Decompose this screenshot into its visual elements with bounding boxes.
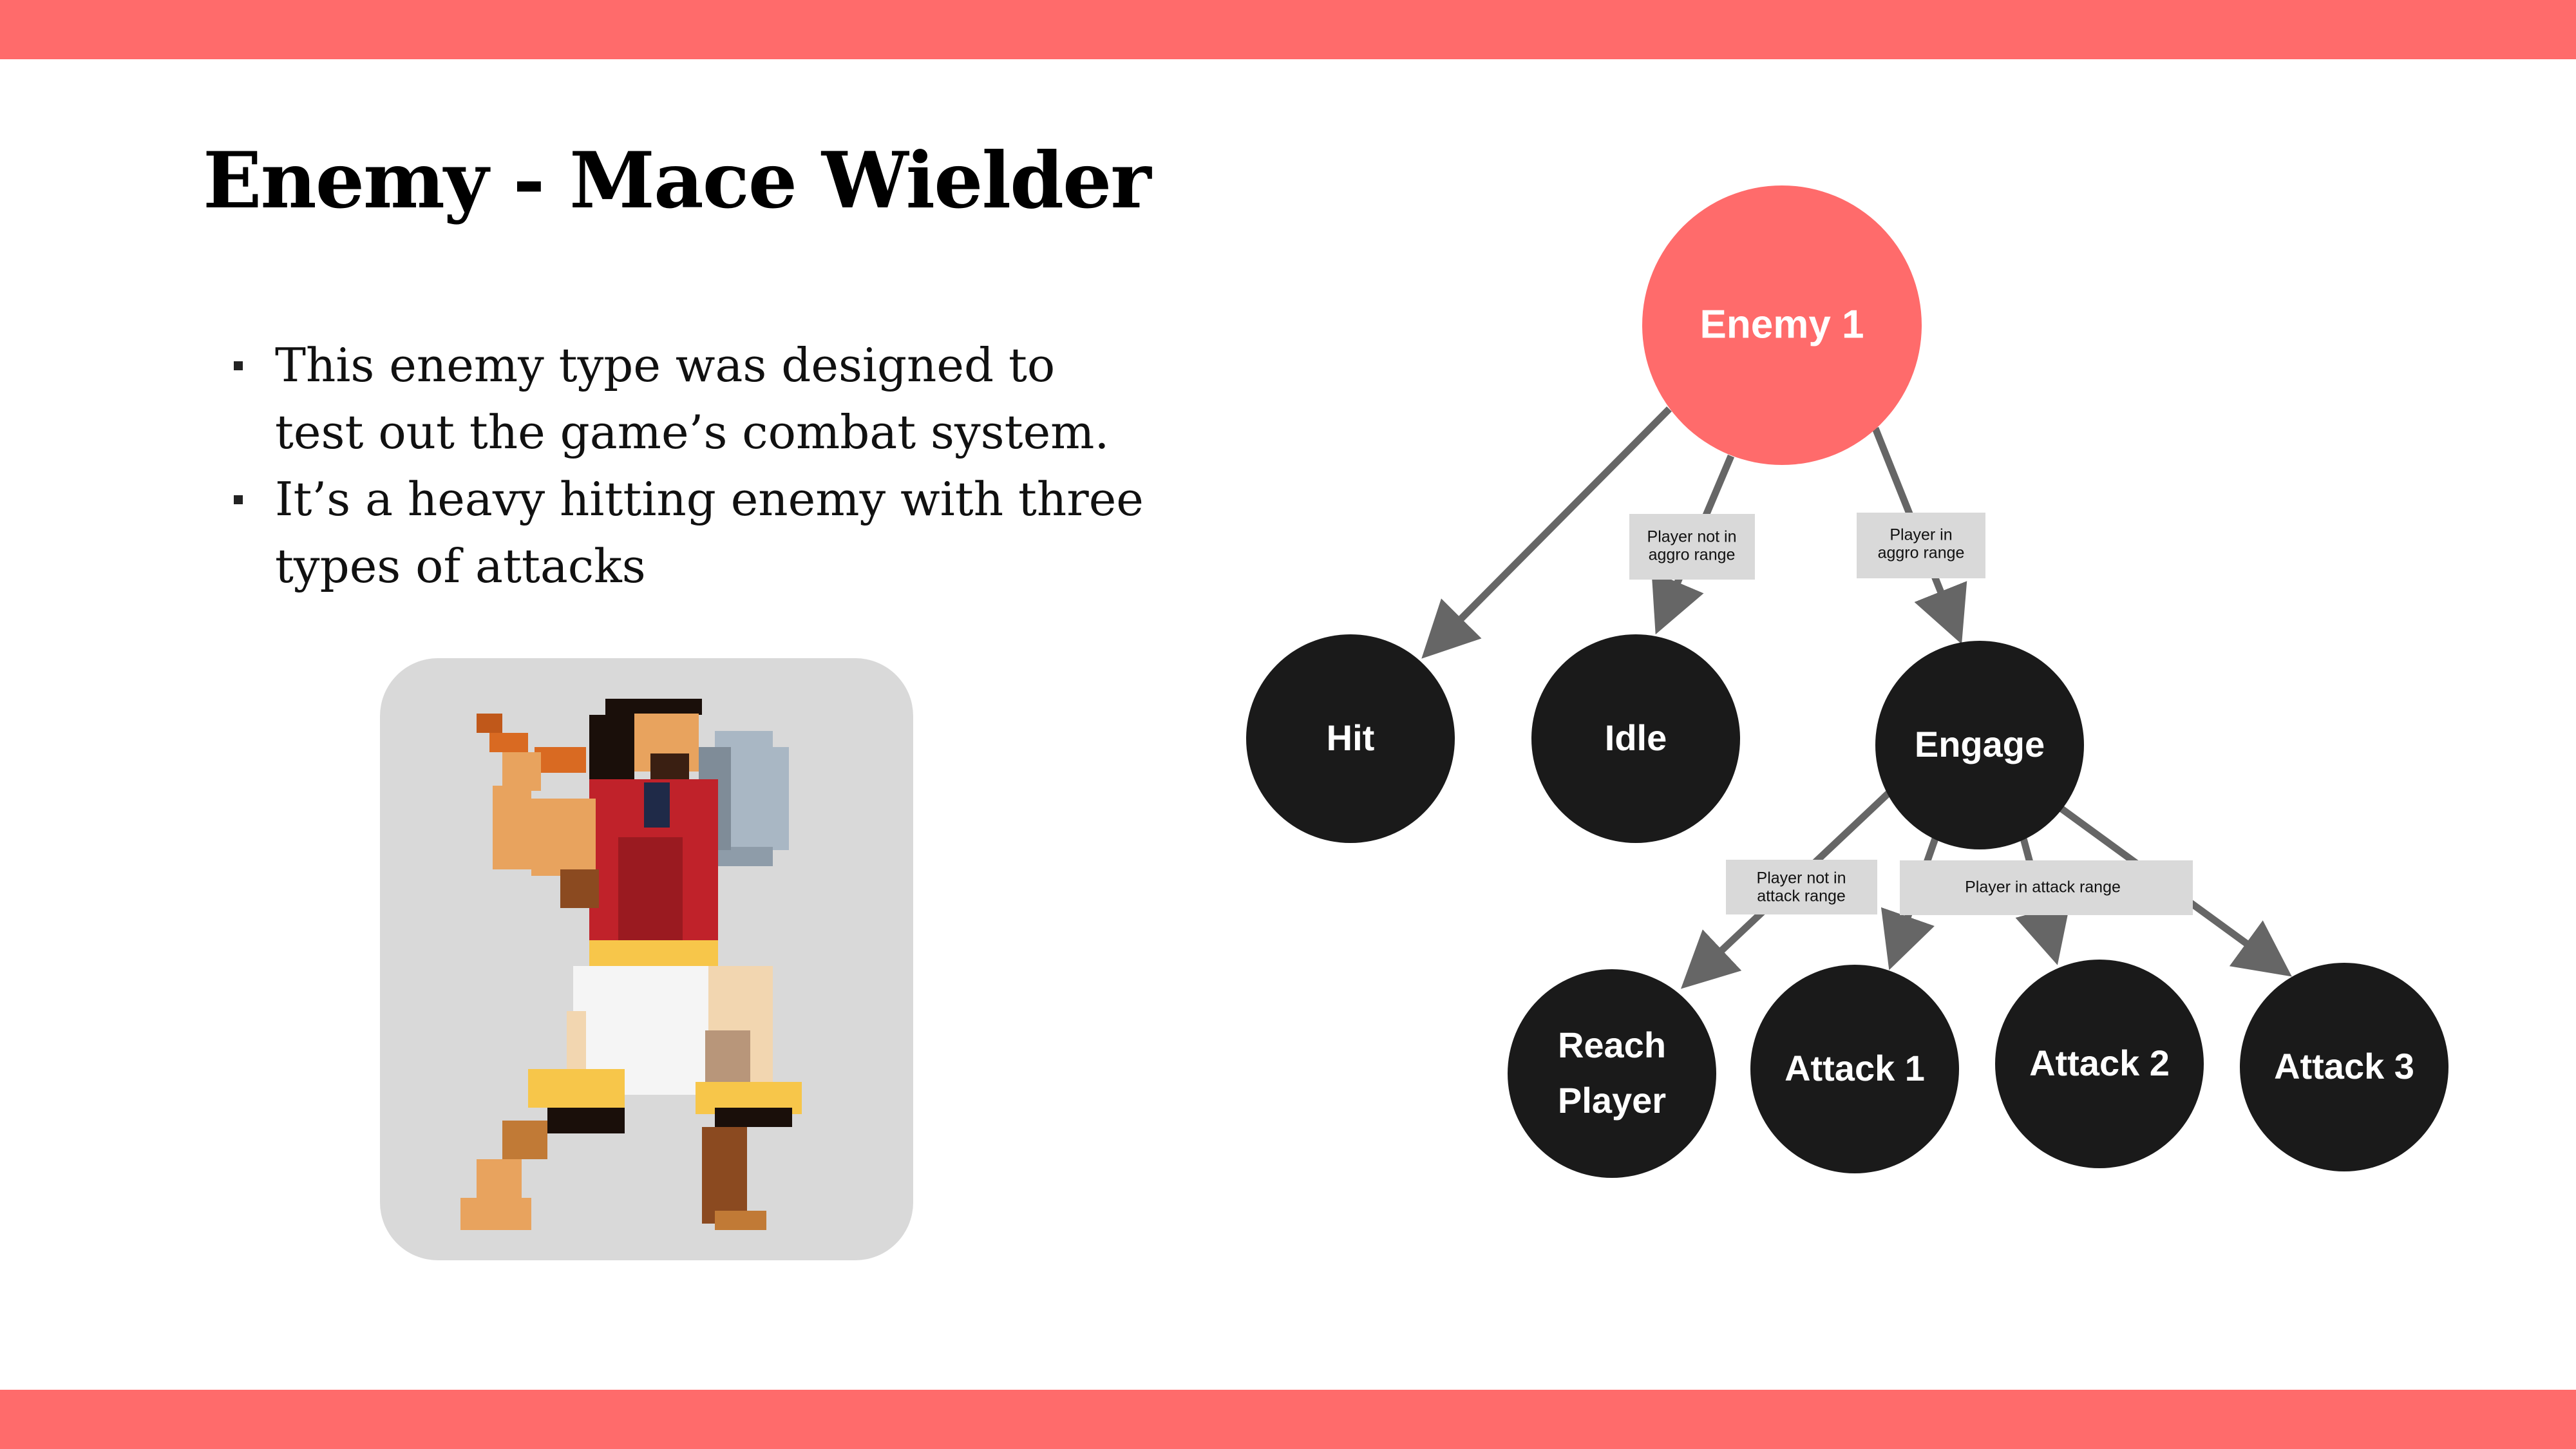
- enemy-sprite-card: [380, 658, 913, 1260]
- node-attack-2: Attack 2: [1995, 960, 2204, 1168]
- node-label: Engage: [1915, 724, 2045, 764]
- edge-label-text: attack range: [1757, 887, 1846, 905]
- edge-label-in-aggro: Player in aggro range: [1857, 513, 1985, 578]
- node-attack-3: Attack 3: [2240, 963, 2448, 1171]
- node-label: Attack 3: [2274, 1046, 2414, 1086]
- node-label: Reach: [1558, 1025, 1666, 1065]
- node-label: Player: [1558, 1080, 1666, 1121]
- node-label: Idle: [1605, 717, 1667, 758]
- node-label: Attack 2: [2029, 1043, 2170, 1083]
- edge-label-in-attack: Player in attack range: [1900, 860, 2193, 915]
- node-label: Attack 1: [1785, 1048, 1925, 1088]
- node-label: Hit: [1327, 717, 1375, 758]
- mace-wielder-sprite: [460, 699, 802, 1230]
- edge-label-text: aggro range: [1878, 544, 1965, 562]
- edge-enemy1-hit: [1421, 406, 1672, 659]
- node-reach-player: Reach Player: [1508, 969, 1716, 1178]
- top-accent-bar: [0, 0, 2576, 59]
- bullet-item: It’s a heavy hitting enemy with three ty…: [222, 466, 1156, 600]
- node-idle: Idle: [1531, 634, 1740, 843]
- node-engage: Engage: [1875, 641, 2084, 849]
- node-label: Enemy 1: [1700, 302, 1864, 346]
- slide-title: Enemy - Mace Wielder: [203, 135, 1151, 226]
- edge-label-text: Player not in: [1757, 869, 1846, 887]
- edge-label-text: Player in attack range: [1965, 878, 2121, 896]
- node-enemy-1: Enemy 1: [1642, 185, 1922, 465]
- edge-label-text: Player not in: [1647, 528, 1737, 546]
- bottom-accent-bar: [0, 1390, 2576, 1449]
- edge-label-not-in-attack: Player not in attack range: [1726, 860, 1877, 914]
- bullet-item: This enemy type was designed to test out…: [222, 332, 1156, 466]
- edge-label-not-in-aggro: Player not in aggro range: [1629, 514, 1755, 580]
- bullet-list: This enemy type was designed to test out…: [222, 332, 1156, 600]
- node-attack-1: Attack 1: [1750, 965, 1959, 1173]
- node-hit: Hit: [1246, 634, 1455, 843]
- edge-label-text: aggro range: [1649, 546, 1736, 564]
- edge-label-text: Player in: [1889, 526, 1952, 544]
